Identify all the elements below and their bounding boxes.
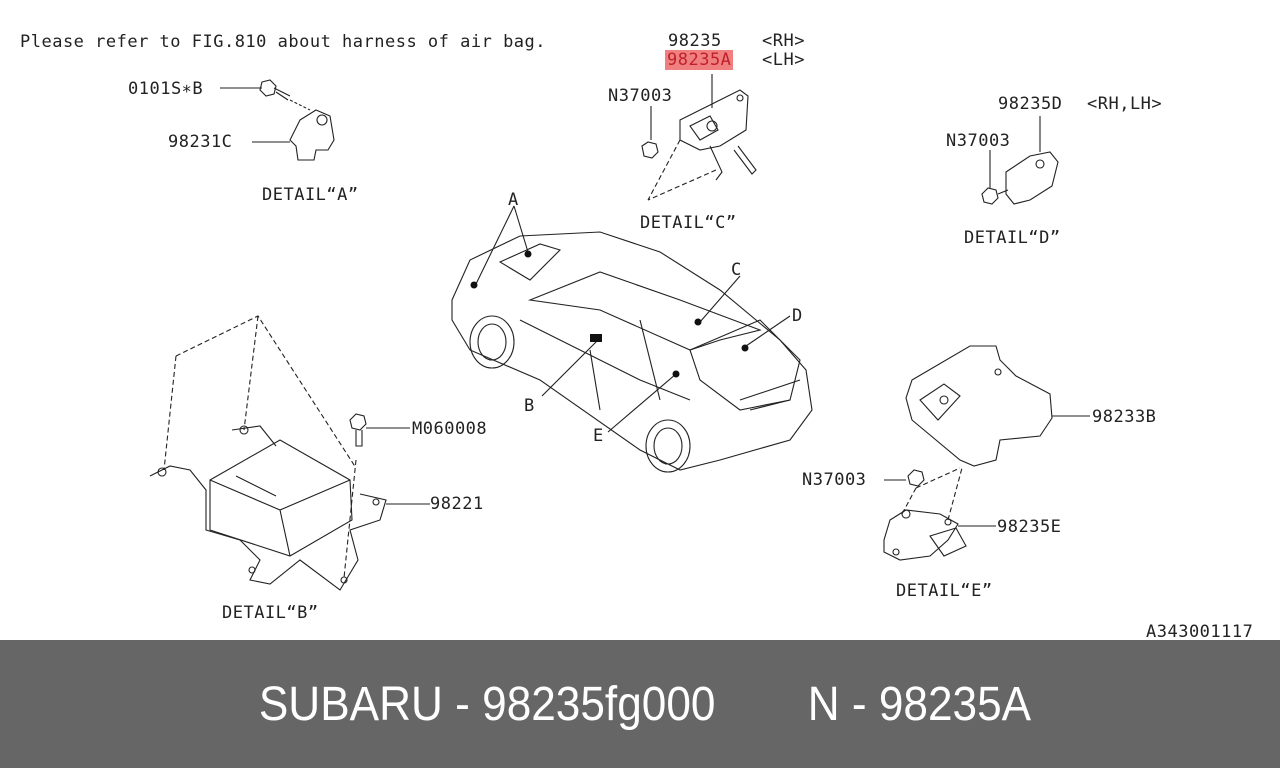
car-callout-a: A	[508, 190, 519, 210]
detail-e-title: DETAIL“E”	[896, 581, 993, 601]
part-label-98233b: 98233B	[1092, 407, 1157, 427]
detail-c-drawing	[641, 74, 757, 201]
part-label-98235e: 98235E	[997, 517, 1062, 537]
detail-d-title: DETAIL“D”	[964, 228, 1061, 248]
car-callout-d: D	[792, 306, 803, 326]
part-label-n37003-c: N37003	[608, 86, 673, 106]
car-callout-c: C	[731, 260, 742, 280]
car-callout-e: E	[593, 426, 604, 446]
parts-diagram: Please refer to FIG.810 about harness of…	[20, 31, 1254, 642]
part-label-98235d: 98235D	[998, 94, 1063, 114]
part-label-98235: 98235	[668, 31, 722, 51]
detail-b-title: DETAIL“B”	[222, 603, 319, 623]
part-label-98231c: 98231C	[168, 132, 233, 152]
part-label-98235a-highlighted: 98235A	[665, 50, 734, 70]
line-drawing	[149, 74, 1090, 591]
part-label-98221: 98221	[430, 494, 484, 514]
part-label-lh: <LH>	[762, 50, 805, 70]
detail-b-drawing	[149, 315, 430, 591]
detail-c-title: DETAIL“C”	[640, 213, 737, 233]
part-number-footer: SUBARU - 98235fg000 N - 98235A	[0, 640, 1280, 768]
n-part-number: N - 98235A	[807, 677, 1031, 731]
brand-part-number: SUBARU - 98235fg000	[259, 677, 716, 731]
note-text: Please refer to FIG.810 about harness of…	[20, 32, 547, 52]
part-label-rh: <RH>	[762, 31, 805, 51]
detail-a-title: DETAIL“A”	[262, 185, 359, 205]
part-label-m060008: M060008	[412, 419, 488, 439]
car-drawing	[451, 205, 813, 473]
detail-a-drawing	[220, 79, 335, 161]
part-label-rh-lh: <RH,LH>	[1087, 94, 1163, 114]
car-callout-b: B	[524, 396, 535, 416]
detail-d-drawing	[981, 116, 1059, 205]
callout-dots	[470, 250, 749, 378]
part-label-n37003-e: N37003	[802, 470, 867, 490]
part-label-n37003-d: N37003	[946, 131, 1011, 151]
detail-e-drawing	[883, 345, 1090, 561]
figure-id: A343001117	[1146, 622, 1254, 642]
part-label-0101s-b: 0101S∗B	[128, 79, 204, 99]
